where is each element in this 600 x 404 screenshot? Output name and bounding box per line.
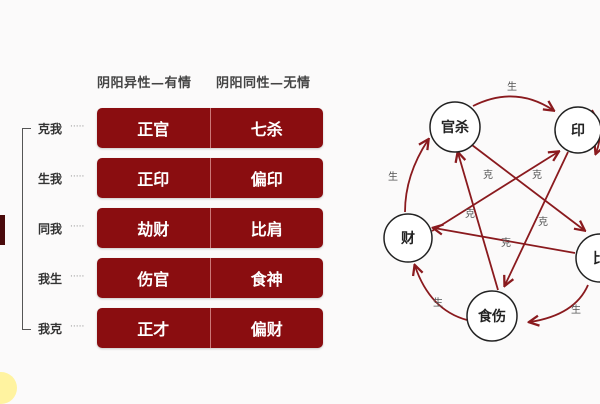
table-row: 正才 偏财 [97, 308, 323, 348]
side-tab [0, 215, 5, 245]
control-arrow [471, 144, 584, 230]
generate-arrow [530, 284, 589, 322]
generate-label: 生 [507, 80, 517, 93]
generate-arrow [404, 140, 428, 213]
table-row: 劫财 比肩 [97, 208, 323, 248]
generate-arrow [415, 266, 468, 321]
relation-label: 我生 [38, 272, 63, 286]
cell-different: 正才 [97, 308, 211, 348]
control-label: 克 [501, 237, 511, 249]
generate-label: 生 [388, 170, 398, 183]
corner-glow [0, 372, 17, 404]
leader-dots: ····· [70, 172, 85, 182]
cell-different: 正官 [97, 108, 211, 148]
bracket [22, 128, 31, 330]
leader-dots: ····· [70, 272, 85, 282]
node-circle [575, 233, 600, 283]
control-label: 克 [465, 208, 475, 220]
cell-different: 伤官 [97, 258, 211, 298]
control-label: 克 [483, 169, 493, 181]
generate-label: 生 [433, 296, 443, 309]
relation-label: 生我 [38, 172, 63, 186]
cell-different: 劫财 [97, 208, 211, 248]
cell-same: 偏印 [250, 170, 283, 189]
node-circle [554, 106, 600, 154]
relation-label: 同我 [38, 222, 63, 236]
cell-same: 食神 [250, 270, 283, 289]
control-arrow [458, 153, 499, 291]
node-label: 官杀 [441, 119, 469, 136]
generate-arrow [472, 95, 553, 110]
node-label: 印 [571, 122, 585, 139]
node-label: 财 [400, 230, 415, 247]
control-arrow [505, 151, 569, 285]
leader-dots: ····· [70, 122, 85, 132]
leader-dots: ····· [70, 222, 85, 232]
leader-dots: ····· [70, 322, 85, 332]
table-row: 伤官 食神 [97, 258, 323, 298]
node-label: 食伤 [478, 308, 506, 325]
control-label: 克 [532, 169, 542, 181]
cell-same: 比肩 [250, 220, 283, 239]
node-circle [466, 290, 518, 342]
control-arrow [431, 152, 558, 232]
control-arrow [434, 228, 576, 254]
table-row: 正印 偏印 [97, 158, 323, 198]
generate-label: 生 [571, 303, 581, 316]
cell-same: 七杀 [250, 120, 283, 139]
relation-label: 克我 [38, 122, 63, 136]
header-different: 阴阳异性—有情 [97, 76, 192, 91]
node-circle [383, 213, 433, 263]
node-circle [429, 101, 481, 153]
cell-different: 正印 [97, 158, 211, 198]
relation-label: 我克 [38, 322, 63, 336]
header-same: 阴阳同性—无情 [216, 76, 311, 91]
cell-same: 偏财 [250, 320, 283, 339]
node-label: 比 [593, 250, 600, 267]
table-row: 正官 七杀 [97, 108, 323, 148]
control-label: 克 [538, 216, 548, 228]
